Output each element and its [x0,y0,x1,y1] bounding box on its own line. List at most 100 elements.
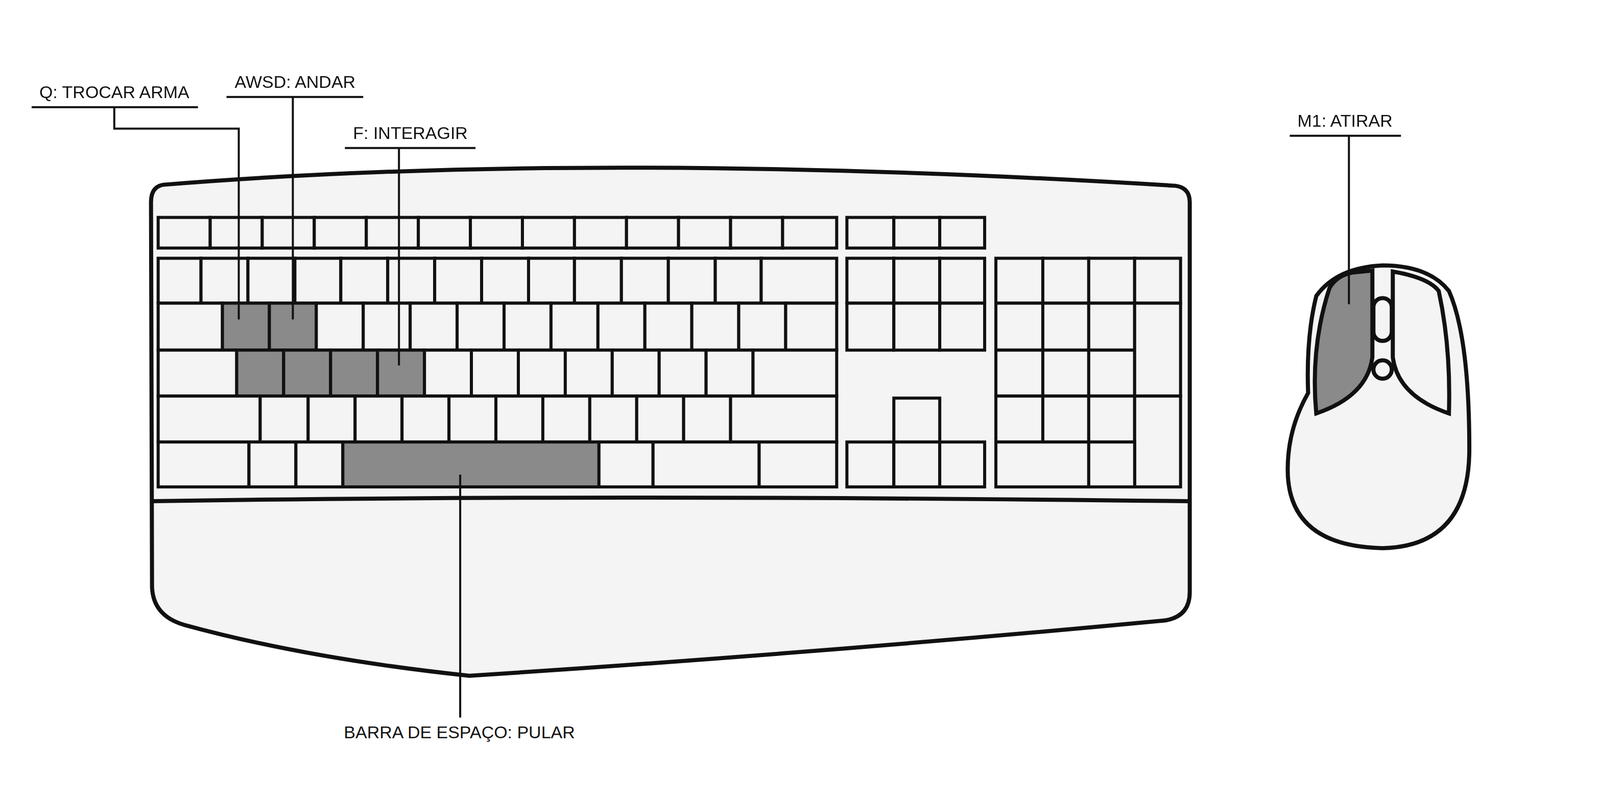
key [158,257,202,303]
key [846,257,894,303]
key [659,349,707,396]
key [424,349,472,396]
key [158,302,223,350]
highlighted-key [342,441,599,487]
key [158,217,211,249]
key [363,302,411,350]
key [158,395,261,442]
key [939,302,985,350]
key [668,257,716,303]
leader-line [459,474,462,718]
key [995,395,1043,442]
key [504,302,552,350]
wrist-rest-divider [152,497,1189,501]
control-label: AWSD: ANDAR [226,72,365,99]
key [354,395,402,442]
leader-line [114,107,240,320]
key [612,349,660,396]
mouse-left-button [1315,270,1373,414]
key [1042,302,1089,350]
key [759,441,838,487]
leader-line [397,148,400,366]
key [893,397,940,442]
key [1088,441,1135,487]
key [201,257,249,303]
key [366,217,419,249]
key [1042,257,1089,303]
key [939,217,985,249]
key [542,395,590,442]
key [1088,395,1135,442]
key [1134,257,1181,303]
key [893,441,940,487]
mouse-button [1373,360,1392,379]
key [1088,349,1135,396]
key [995,302,1043,350]
key [518,349,566,396]
key [418,217,471,249]
key [158,441,250,487]
highlighted-key [283,349,331,396]
key [761,257,838,303]
control-label: F: INTERAGIR [344,123,476,150]
key [565,349,613,396]
key [307,395,355,442]
key [995,257,1043,303]
key [448,395,496,442]
key [1134,395,1181,487]
key [995,441,1089,487]
key [528,257,575,303]
control-label: Q: TROCAR ARMA [31,82,198,109]
key [434,257,482,303]
key [522,217,575,249]
key [730,217,783,249]
leader-line [291,97,294,320]
key [340,257,388,303]
key [598,302,646,350]
key [636,395,684,442]
key [249,441,297,487]
mouse-body [1287,265,1470,548]
highlighted-key [222,302,270,350]
key [261,217,315,249]
key [410,302,458,350]
key [457,302,505,350]
key [691,302,739,350]
key [387,257,435,303]
key [551,302,599,350]
key [893,217,940,249]
key [1042,395,1089,442]
key [1088,302,1135,350]
key [846,441,894,487]
key [706,349,754,396]
key [678,217,731,249]
keys [158,217,1181,487]
keyboard-body [151,167,1190,676]
key [683,395,731,442]
key [259,395,308,442]
key [574,257,622,303]
key [653,441,760,487]
key [846,217,894,249]
key [495,395,543,442]
key [645,302,692,350]
key [248,257,296,303]
key [401,395,449,442]
key [730,395,838,442]
key [1088,257,1135,303]
key [470,217,523,249]
key [893,302,940,350]
control-label: BARRA DE ESPAÇO: PULAR [341,722,577,744]
key [939,257,985,303]
key [782,217,837,249]
key [1134,302,1181,396]
key [295,441,343,487]
key [481,257,529,303]
highlighted-key [330,349,378,396]
key [785,302,837,350]
scroll-wheel [1373,297,1392,341]
key [846,302,894,350]
key [316,302,364,350]
key [753,349,838,396]
